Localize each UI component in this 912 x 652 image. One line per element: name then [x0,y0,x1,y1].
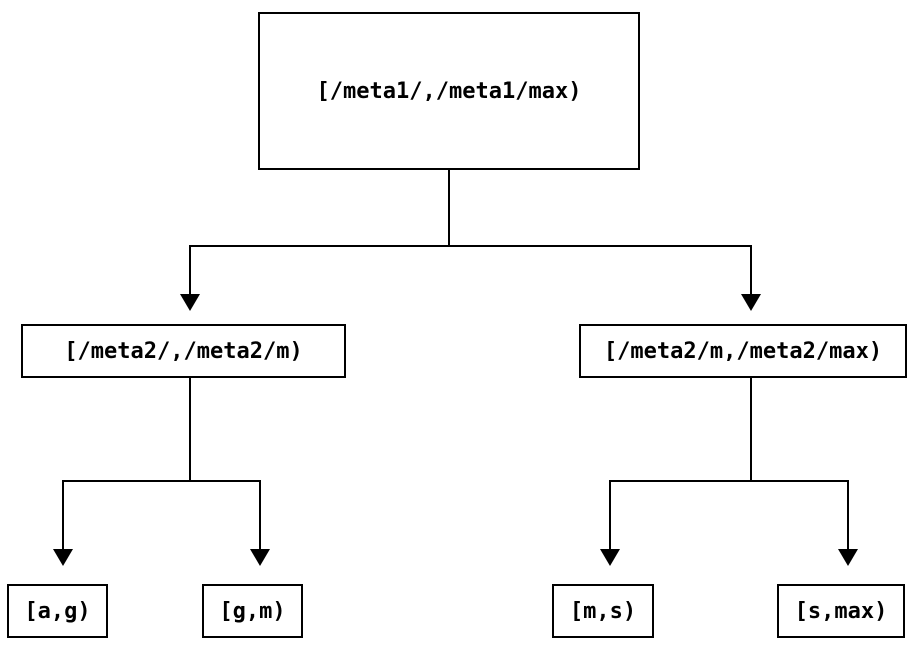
node-root-label: [/meta1/,/meta1/max) [316,78,582,104]
arrowhead-left-branch [180,294,200,311]
leaf-node-m-s-label: [m,s) [569,598,637,624]
leaf-node-g-m-label: [g,m) [219,598,286,624]
leaf-node-s-max-label: [s,max) [794,598,888,624]
node-meta2-right: [/meta2/m,/meta2/max) [579,324,907,378]
arrowhead-leaf2 [250,549,270,566]
connector-lines [62,170,849,550]
arrowhead-leaf4 [838,549,858,566]
arrowhead-leaf1 [53,549,73,566]
leaf-node-m-s: [m,s) [552,584,654,638]
arrowhead-leaf3 [600,549,620,566]
connector-arrowheads [53,294,858,566]
leaf-node-a-g-label: [a,g) [24,598,91,624]
node-root: [/meta1/,/meta1/max) [258,12,640,170]
leaf-node-a-g: [a,g) [7,584,108,638]
leaf-node-g-m: [g,m) [202,584,303,638]
node-meta2-left-label: [/meta2/,/meta2/m) [64,338,303,364]
node-meta2-right-label: [/meta2/m,/meta2/max) [603,338,883,364]
node-meta2-left: [/meta2/,/meta2/m) [21,324,346,378]
arrowhead-right-branch [741,294,761,311]
leaf-node-s-max: [s,max) [777,584,905,638]
